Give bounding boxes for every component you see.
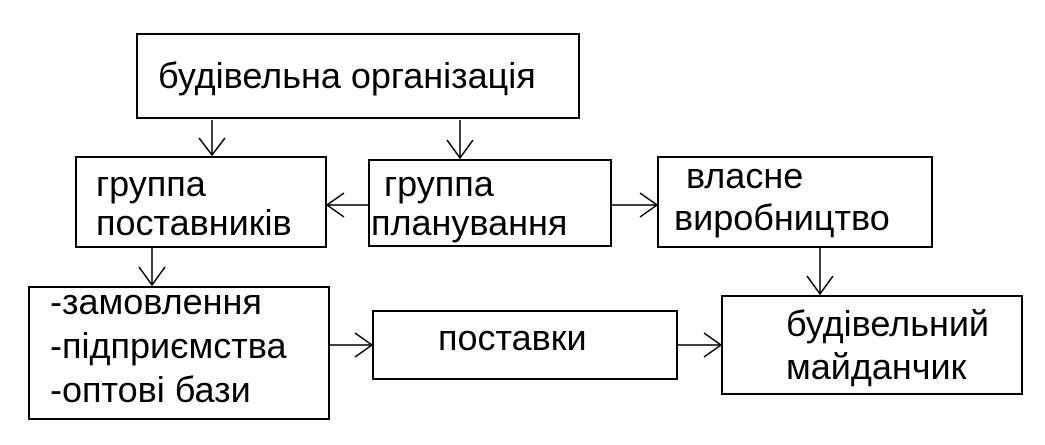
sources-box bbox=[28, 286, 330, 420]
deliveries-label: поставки bbox=[438, 317, 587, 358]
own-production-line2: виробництво bbox=[674, 197, 890, 238]
deliveries-box bbox=[372, 310, 678, 380]
own-production-box bbox=[657, 156, 933, 248]
planning-box bbox=[368, 159, 612, 247]
site-box bbox=[721, 295, 1023, 395]
planning-line1: группа bbox=[384, 163, 494, 204]
org-box bbox=[136, 33, 580, 119]
site-line2: майданчик bbox=[786, 346, 967, 387]
own-production-line1: власне bbox=[686, 155, 804, 196]
sources-item-2: -підприємства bbox=[50, 325, 287, 366]
org-label: будівельна організація bbox=[158, 55, 536, 96]
suppliers-line1: группа bbox=[96, 163, 206, 204]
planning-line2: планування bbox=[371, 202, 568, 243]
suppliers-line2: поставників bbox=[96, 202, 292, 243]
sources-item-1: -замовлення bbox=[50, 281, 262, 322]
suppliers-box bbox=[75, 156, 327, 248]
sources-item-3: -оптові бази bbox=[50, 369, 251, 410]
site-line1: будівельний bbox=[786, 303, 990, 344]
